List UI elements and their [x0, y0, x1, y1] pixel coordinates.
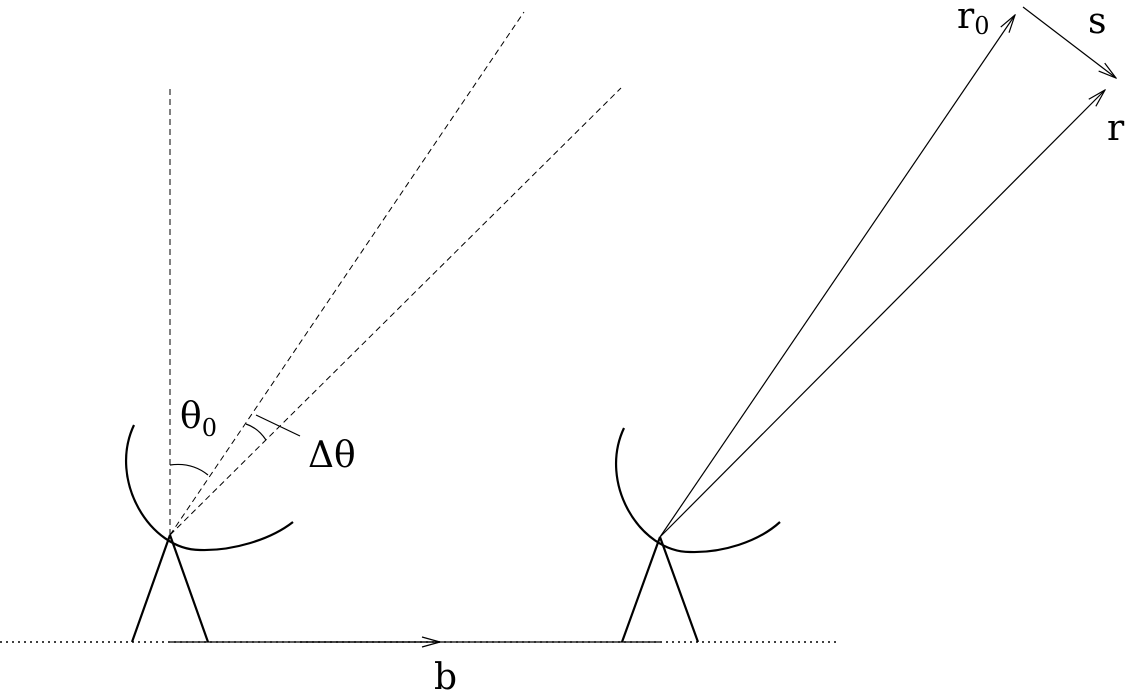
r-label: r	[1107, 108, 1125, 149]
left-mount-leg-a	[130, 534, 172, 643]
r0-label: r0	[957, 0, 990, 40]
right-mount-leg-a	[620, 536, 662, 643]
pointing-dashed-line-1	[169, 11, 525, 536]
r0-vector	[659, 15, 1015, 538]
s-label: s	[1088, 1, 1106, 42]
delta-theta-angle-arc	[245, 423, 267, 441]
s-vector	[1022, 6, 1116, 78]
left-antenna	[124, 424, 294, 643]
delta-theta-label: Δθ	[308, 435, 356, 476]
right-mount-leg-b	[658, 536, 700, 643]
theta-subscript: 0	[202, 414, 217, 442]
r0-subscript: 0	[974, 12, 989, 40]
right-dish	[614, 427, 781, 554]
theta-label: θ0	[180, 396, 217, 442]
r-vector	[659, 90, 1105, 538]
left-dish	[124, 424, 294, 552]
right-antenna	[614, 427, 781, 643]
delta-theta-tick	[255, 414, 301, 437]
baseline-label: b	[434, 657, 457, 690]
theta-angle-arc	[169, 463, 209, 476]
pointing-dashed-line-2	[169, 87, 622, 536]
left-mount-leg-b	[168, 534, 210, 643]
